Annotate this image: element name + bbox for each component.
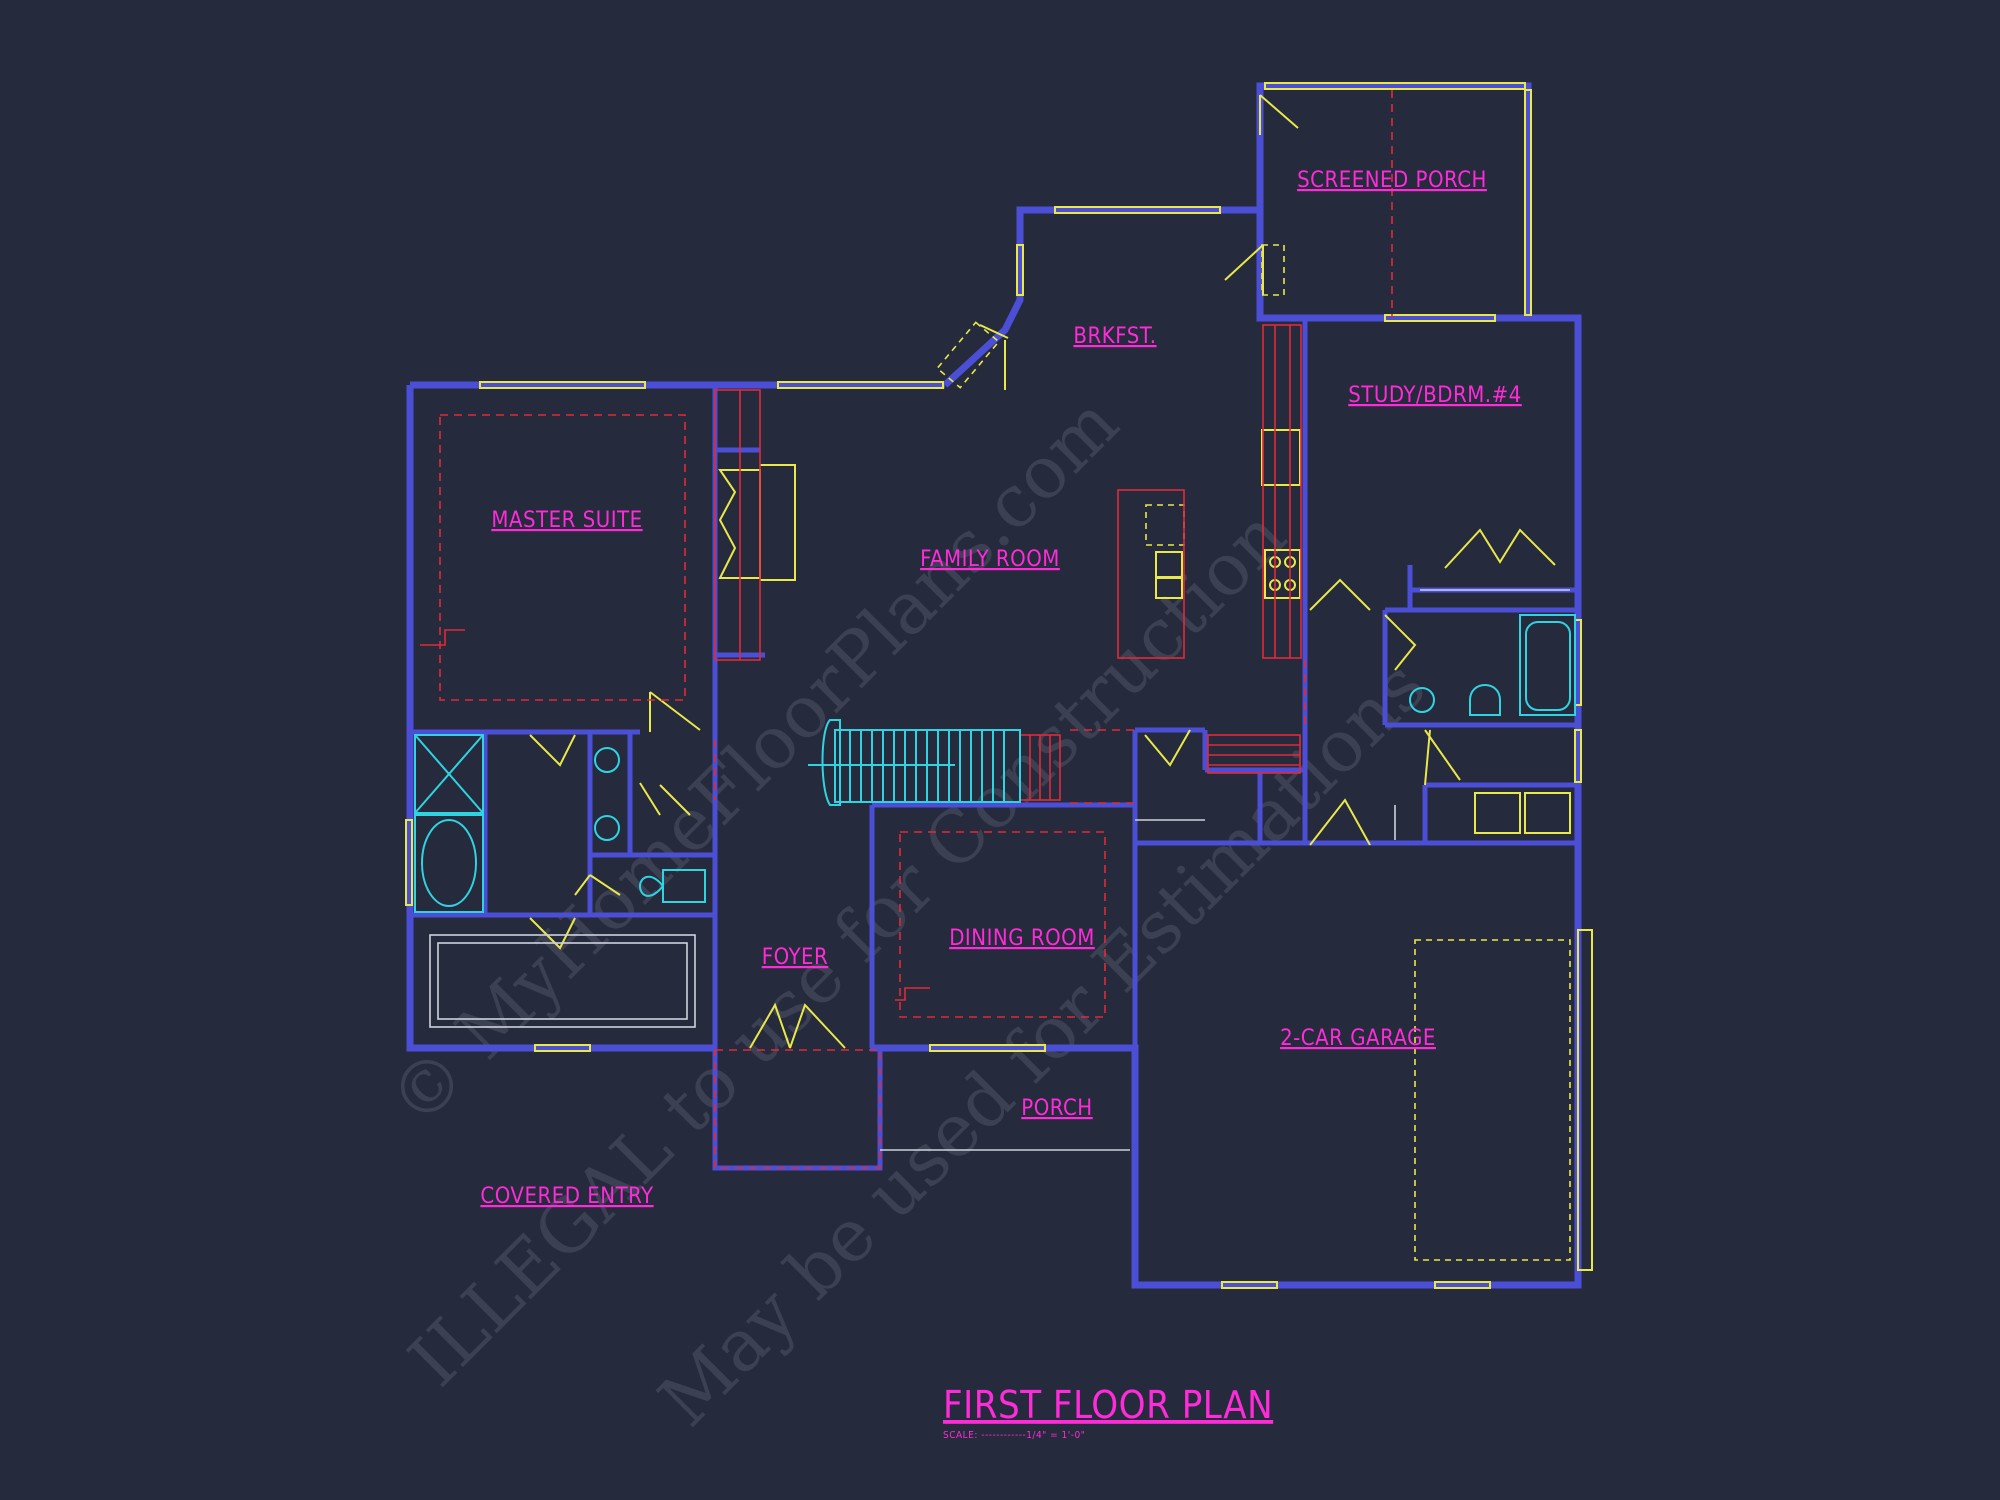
master-left-wall [406,385,715,1052]
staircase [808,719,1021,806]
bath-fixtures [414,614,1576,913]
room-labels: SCREENED PORCH BRKFST. STUDY/BDRM.#4 MAS… [480,168,1521,1209]
title-block: FIRST FLOOR PLAN SCALE: ------------1/4"… [943,1383,1273,1441]
doors [529,94,1556,1049]
label-screened-porch: SCREENED PORCH [1297,168,1487,193]
plan-scale: SCALE: ------------1/4" = 1'-0" [943,1430,1085,1441]
label-family-room: FAMILY ROOM [920,547,1060,572]
label-porch: PORCH [1021,1096,1092,1121]
screened-porch-wall [1256,82,1532,318]
label-dining-room: DINING ROOM [949,926,1095,951]
windows [405,82,1593,1289]
label-garage: 2-CAR GARAGE [1280,1026,1436,1051]
label-covered-entry: COVERED ENTRY [480,1184,654,1209]
closet-shelving [429,589,1570,1151]
label-study: STUDY/BDRM.#4 [1348,383,1522,408]
label-brkfst: BRKFST. [1073,324,1156,349]
kitchen-red-lines [420,324,1302,1001]
plan-title: FIRST FLOOR PLAN [943,1383,1273,1427]
ceiling-dashed-outlines [439,90,1393,1169]
label-master-suite: MASTER SUITE [491,508,642,533]
interior-walls [410,318,1578,1285]
label-foyer: FOYER [762,945,829,970]
